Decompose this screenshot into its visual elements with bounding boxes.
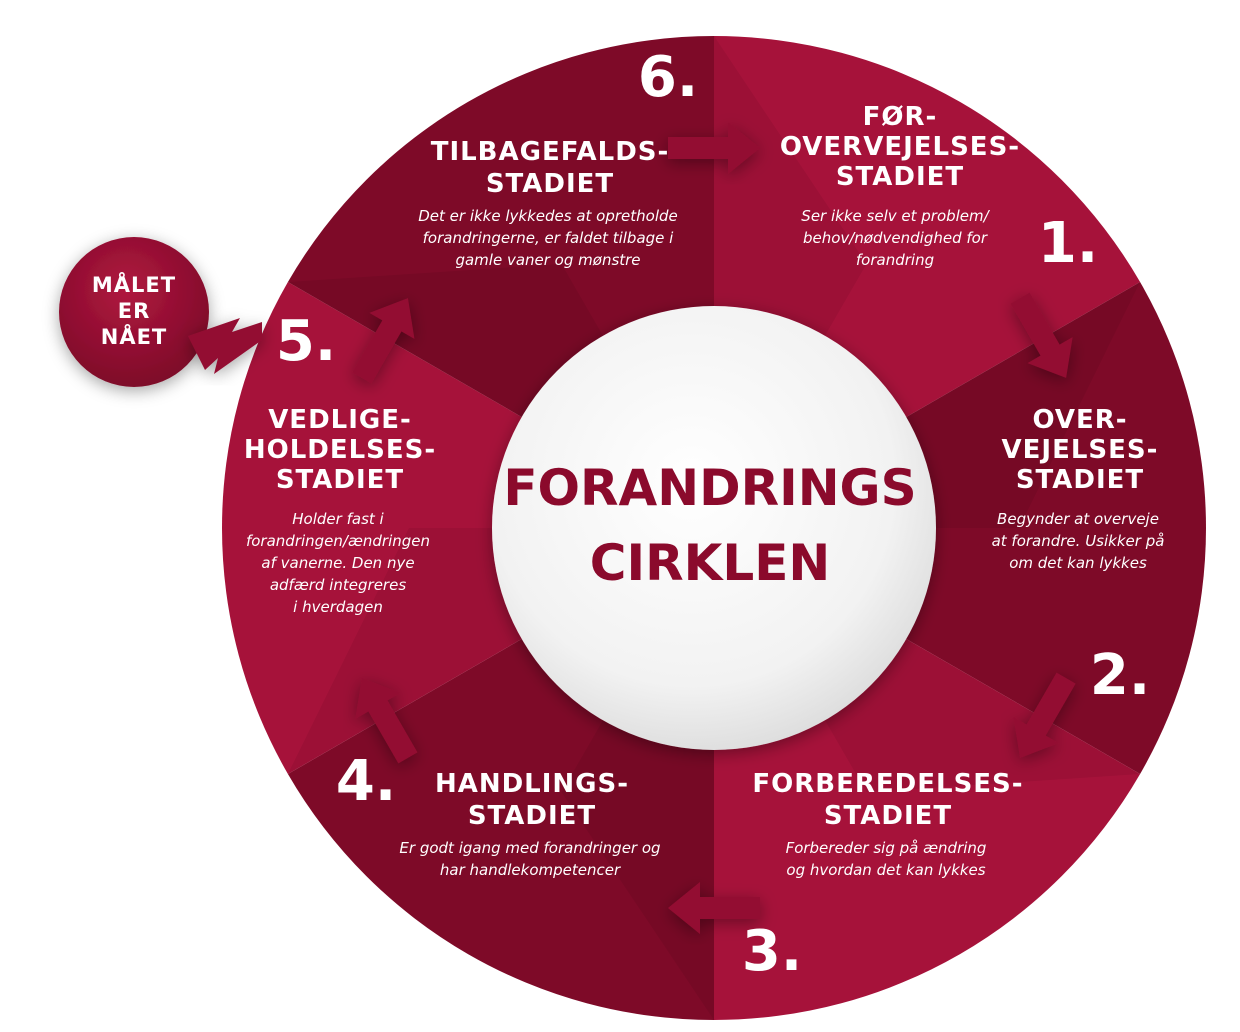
stage-1-desc-line2: behov/nødvendighed for xyxy=(803,229,988,247)
arrow-stage-4-to-5 xyxy=(355,678,418,764)
stage-1-title-line1: FØR- xyxy=(863,102,938,132)
stage-2-title-line3: STADIET xyxy=(1016,465,1144,495)
stage-4: 4. HANDLINGS- STADIET Er godt igang med … xyxy=(336,749,661,879)
center-title-line2: CIRKLEN xyxy=(590,534,830,592)
stage-5-desc-line2: forandringen/ændringen xyxy=(246,532,430,550)
stage-4-title-line1: HANDLINGS- xyxy=(435,769,629,799)
stage-5-title-line2: HOLDELSES- xyxy=(244,435,436,465)
arrow-to-goal xyxy=(188,318,262,374)
stage-1-title-line3: STADIET xyxy=(836,162,964,192)
stage-5-title-line3: STADIET xyxy=(276,465,404,495)
stage-2-desc-line1: Begynder at overveje xyxy=(997,510,1159,528)
stage-3-number: 3. xyxy=(742,919,802,984)
ring-segment-2 xyxy=(714,282,1206,774)
goal-text-line1: MÅLET xyxy=(92,272,176,297)
stage-1-title-line2: OVERVEJELSES- xyxy=(780,132,1020,162)
stage-4-desc-line2: har handlekompetencer xyxy=(440,861,621,879)
stage-1-number: 1. xyxy=(1038,211,1098,276)
stage-6: 6. TILBAGEFALDS- STADIET Det er ikke lyk… xyxy=(418,45,698,269)
stage-arrows xyxy=(352,122,1076,934)
stage-5-desc-line5: i hverdagen xyxy=(293,598,383,616)
stage-3-title-line1: FORBEREDELSES- xyxy=(752,769,1023,799)
center-circle xyxy=(492,306,936,750)
arrow-stage-5-to-6 xyxy=(352,298,415,384)
arrow-stage-6-to-1 xyxy=(668,122,760,174)
stage-1: 1. FØR- OVERVEJELSES- STADIET Ser ikke s… xyxy=(780,102,1098,276)
stage-5-desc-line3: af vanerne. Den nye xyxy=(261,554,414,572)
stage-2-desc-line2: at forandre. Usikker på xyxy=(992,532,1165,550)
stage-2-title-line2: VEJELSES- xyxy=(1002,435,1159,465)
stage-3-title-line2: STADIET xyxy=(824,801,952,831)
goal-circle xyxy=(59,237,209,387)
stage-5-desc-line4: adfærd integreres xyxy=(270,576,406,594)
center-title-line1: FORANDRINGS xyxy=(503,459,916,517)
stage-4-number: 4. xyxy=(336,749,396,814)
stage-6-title-line1: TILBAGEFALDS- xyxy=(431,137,670,167)
stage-6-number: 6. xyxy=(638,45,698,110)
stage-6-title-line2: STADIET xyxy=(486,169,614,199)
stage-5-desc-line1: Holder fast i xyxy=(292,510,384,528)
stage-5-title-line1: VEDLIGE- xyxy=(268,405,412,435)
stage-1-desc-line3: forandring xyxy=(856,251,934,269)
stage-3: 3. FORBEREDELSES- STADIET Forbereder sig… xyxy=(742,769,1023,984)
arrow-stage-3-to-4 xyxy=(668,882,760,934)
stage-6-desc-line3: gamle vaner og mønstre xyxy=(455,251,640,269)
ring-segment-shade-5 xyxy=(287,528,714,774)
stage-2: 2. OVER- VEJELSES- STADIET Begynder at o… xyxy=(992,405,1165,708)
goal-text-line2: ER xyxy=(118,299,151,323)
stage-5-number: 5. xyxy=(276,309,336,374)
stage-3-desc-line2: og hvordan det kan lykkes xyxy=(786,861,985,879)
stage-4-desc-line1: Er godt igang med forandringer og xyxy=(399,839,660,857)
stage-3-desc-line1: Forbereder sig på ændring xyxy=(786,839,987,857)
arrow-stage-1-to-2 xyxy=(1010,292,1073,378)
stage-2-title-line1: OVER- xyxy=(1032,405,1127,435)
stage-2-number: 2. xyxy=(1090,643,1150,708)
goal-text-line3: NÅET xyxy=(101,324,168,349)
stage-6-desc-line1: Det er ikke lykkedes at opretholde xyxy=(418,207,678,225)
stage-5: 5. VEDLIGE- HOLDELSES- STADIET Holder fa… xyxy=(244,309,436,616)
stage-1-desc-line1: Ser ikke selv et problem/ xyxy=(801,207,990,225)
ring-segment-5 xyxy=(221,282,714,774)
stage-2-desc-line3: om det kan lykkes xyxy=(1009,554,1147,572)
stage-4-title-line2: STADIET xyxy=(468,801,596,831)
arrow-stage-2-to-3 xyxy=(1013,672,1076,758)
stage-6-desc-line2: forandringerne, er faldet tilbage i xyxy=(423,229,675,247)
